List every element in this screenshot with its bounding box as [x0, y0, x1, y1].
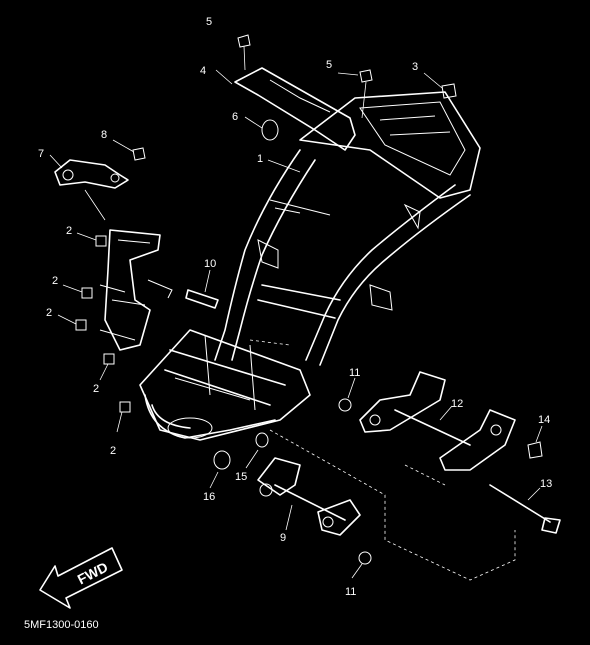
callout-2-a: 2	[66, 225, 72, 237]
bolt-part-5-right	[359, 69, 373, 119]
callout-2-e: 2	[110, 445, 116, 457]
callout-numbers: 5 4 5 3 6 8 1 7 2 10 2 2 2 11 12 2 14 15…	[38, 16, 552, 598]
callout-2-d: 2	[93, 383, 99, 395]
callout-13: 13	[540, 478, 552, 490]
callout-1: 1	[257, 153, 263, 165]
callout-12: 12	[451, 398, 463, 410]
callout-4: 4	[200, 65, 206, 77]
callout-6: 6	[232, 111, 238, 123]
callout-7: 7	[38, 148, 44, 160]
reference-dashed-lines	[249, 339, 516, 581]
callout-11-top: 11	[349, 367, 360, 379]
callout-5-top: 5	[206, 16, 212, 28]
callout-14: 14	[538, 414, 550, 426]
nut-part-8	[132, 147, 146, 161]
collar-part-15	[255, 432, 269, 448]
stay-part-7	[54, 159, 129, 221]
callout-8: 8	[101, 129, 107, 141]
engine-bracket-part-9	[257, 457, 361, 536]
bolt-part-14	[527, 441, 543, 459]
callout-9: 9	[280, 532, 286, 544]
callout-5-right: 5	[326, 59, 332, 71]
callout-11-bottom: 11	[345, 586, 356, 598]
bolt-part-10	[185, 289, 219, 309]
bolt-part-13	[489, 484, 561, 534]
collars-part-2	[75, 235, 131, 413]
nut-part-3	[441, 83, 457, 99]
callout-10: 10	[204, 258, 216, 270]
fwd-label: FWD	[75, 559, 111, 588]
callout-2-b: 2	[52, 275, 58, 287]
bolt-part-5-top	[237, 34, 251, 71]
drawing-code: 5MF1300-0160	[24, 619, 99, 631]
callout-15: 15	[235, 471, 247, 483]
callout-16: 16	[203, 491, 215, 503]
engine-link-part-12	[359, 371, 516, 471]
callout-2-c: 2	[46, 307, 52, 319]
callout-3: 3	[412, 61, 418, 73]
nut-part-11	[338, 398, 372, 565]
collar-part-16	[213, 450, 231, 470]
callout-leaders	[49, 69, 543, 579]
damper-part-6	[261, 119, 279, 141]
fwd-arrow-icon: FWD	[39, 547, 123, 609]
main-frame	[99, 67, 481, 441]
